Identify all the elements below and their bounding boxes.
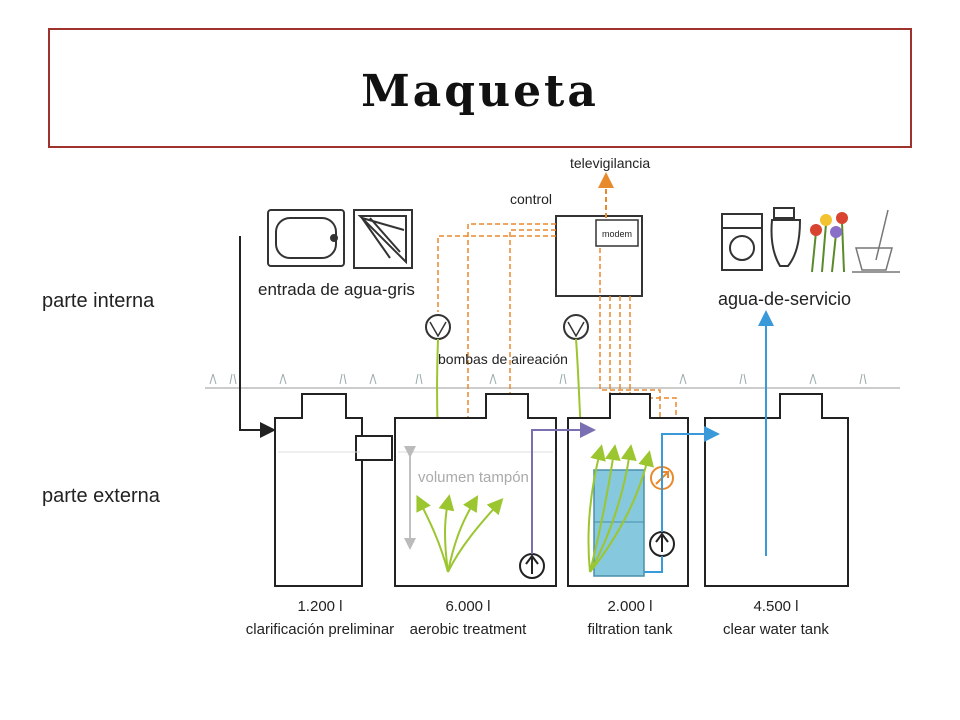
washing-machine-icon <box>721 213 763 271</box>
filter-element <box>593 469 645 577</box>
tank-connector <box>355 435 393 461</box>
label-bombas: bombas de aireación <box>438 351 568 367</box>
tank-1-name: clarificación preliminar <box>246 621 394 638</box>
toilet-icon <box>770 207 802 267</box>
mop-bucket-icon <box>852 209 900 273</box>
transfer-pump-3 <box>649 531 675 557</box>
label-agua-servicio: agua-de-servicio <box>718 289 851 309</box>
aeration-pump-1 <box>425 314 451 340</box>
label-parte-interna: parte interna <box>42 290 155 312</box>
tank-4 <box>704 393 849 587</box>
modem-box <box>595 219 639 247</box>
aeration-fan-2 <box>416 494 504 573</box>
diagram: parte interna parte externa entrada de a… <box>40 152 902 650</box>
tank-3-volume: 2.000 l <box>607 598 652 615</box>
tank-4-name: clear water tank <box>723 621 829 638</box>
transfer-line-purple <box>531 422 596 554</box>
transfer-pump-2 <box>519 553 545 579</box>
page-title: Maqueta <box>361 66 599 117</box>
tank-1-volume: 1.200 l <box>297 598 342 615</box>
tank-4-volume: 4.500 l <box>753 598 798 615</box>
grass <box>209 373 867 385</box>
bathtub-icon <box>267 209 345 267</box>
tank-2-volume: 6.000 l <box>445 598 490 615</box>
tank-1 <box>274 393 363 587</box>
label-entrada: entrada de agua-gris <box>258 280 415 299</box>
title-box: Maqueta <box>48 28 912 148</box>
label-televigilancia: televigilancia <box>570 155 650 171</box>
aeration-pump-2 <box>563 314 589 340</box>
label-volumen: volumen tampón <box>418 469 529 486</box>
label-parte-externa: parte externa <box>42 485 161 507</box>
label-control: control <box>510 191 552 207</box>
label-modem: modem <box>602 229 632 239</box>
tank-2-name: aerobic treatment <box>410 621 528 638</box>
shower-icon <box>353 209 413 269</box>
inlet-arrow <box>239 236 276 438</box>
diagram-svg: parte interna parte externa entrada de a… <box>42 155 900 638</box>
transfer-line-blue <box>644 434 712 573</box>
tank-3-name: filtration tank <box>587 621 673 638</box>
tank-2 <box>394 393 557 587</box>
flowers-icon <box>810 212 848 273</box>
aeration-fan-3 <box>587 444 654 573</box>
tank-captions: 1.200 l clarificación preliminar 6.000 l… <box>246 598 830 638</box>
